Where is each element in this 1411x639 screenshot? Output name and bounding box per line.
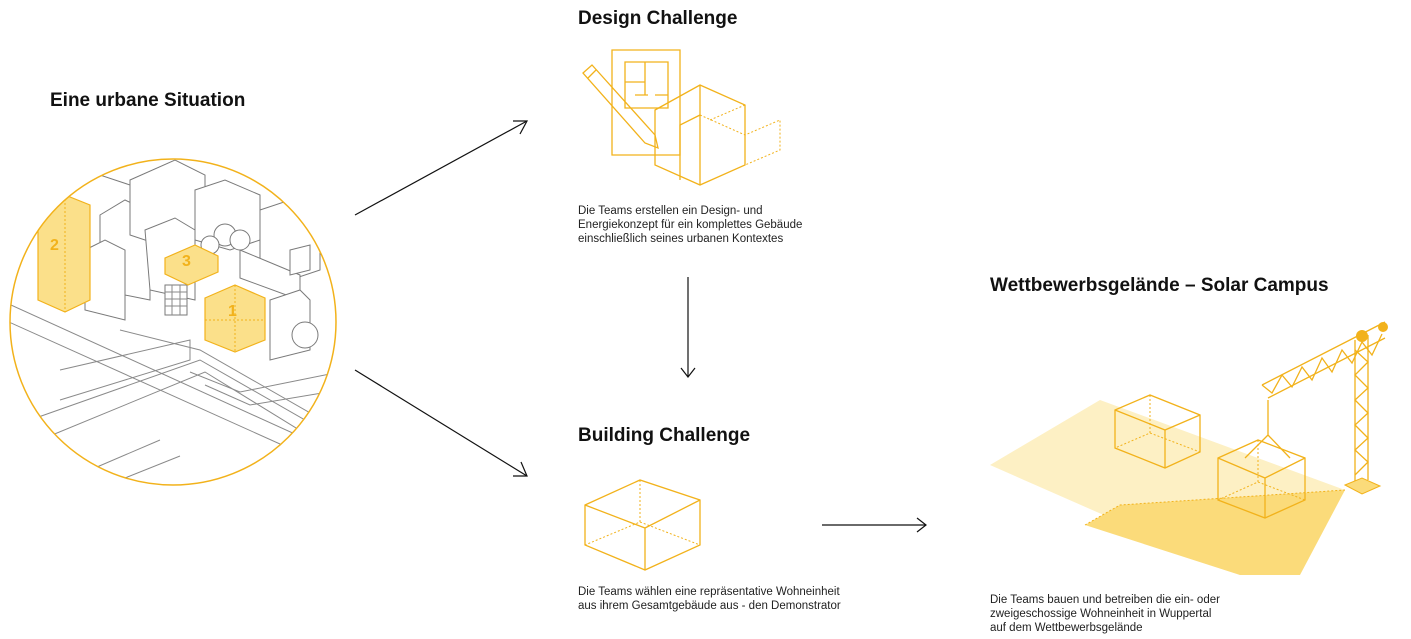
building-challenge-description: Die Teams wählen eine repräsentative Woh… bbox=[578, 586, 841, 612]
building-label-1: 1 bbox=[228, 303, 237, 320]
arrow-design-to-building bbox=[680, 277, 696, 378]
design-challenge-description: Die Teams erstellen ein Design- und Ener… bbox=[578, 205, 803, 245]
arrow-building-to-campus bbox=[822, 517, 927, 533]
solar-campus-title: Wettbewerbsgelände – Solar Campus bbox=[990, 275, 1329, 296]
arrow-to-design bbox=[354, 120, 529, 216]
arrow-to-building bbox=[354, 369, 528, 477]
design-challenge-title: Design Challenge bbox=[578, 8, 738, 29]
solar-campus-description: Die Teams bauen und betreiben die ein- o… bbox=[990, 594, 1220, 634]
urban-situation-title: Eine urbane Situation bbox=[50, 90, 246, 111]
building-label-2: 2 bbox=[50, 237, 59, 254]
building-challenge-title: Building Challenge bbox=[578, 425, 751, 446]
building-label-3: 3 bbox=[182, 253, 191, 270]
